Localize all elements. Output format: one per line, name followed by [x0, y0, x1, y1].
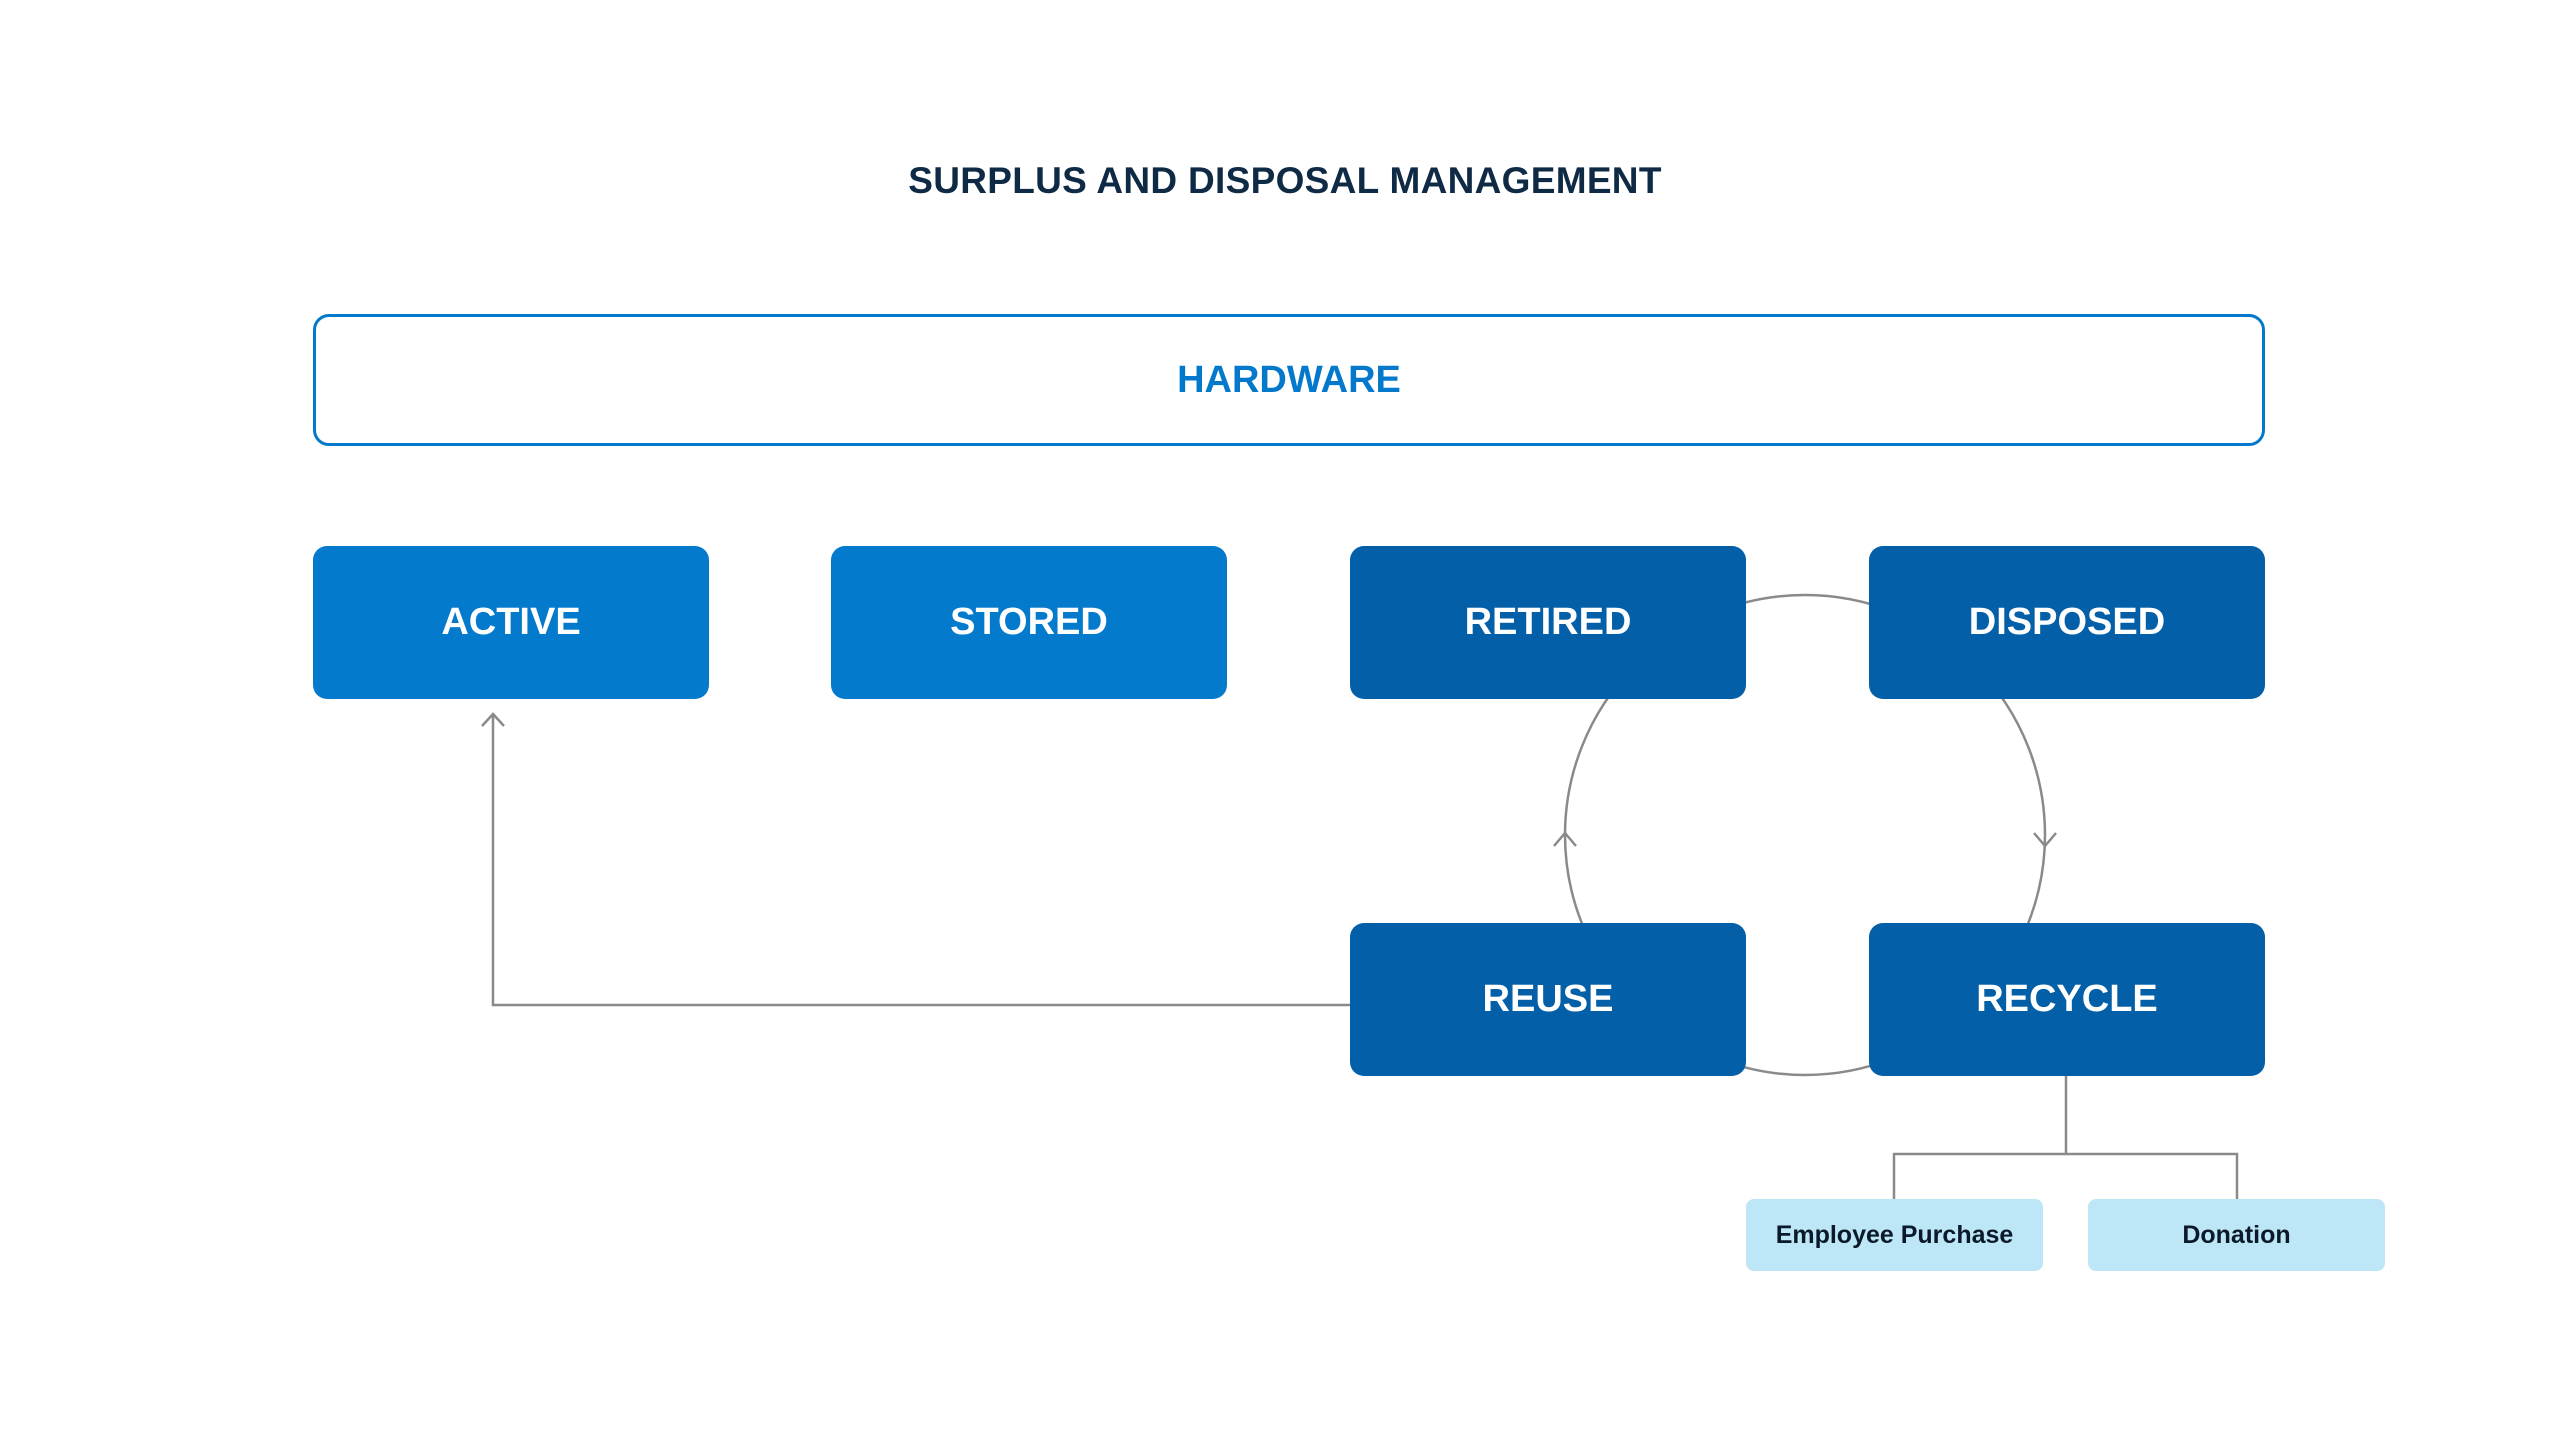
state-recycle-label: RECYCLE [1976, 978, 2158, 1020]
state-disposed-label: DISPOSED [1968, 601, 2166, 643]
state-recycle: RECYCLE [1869, 923, 2265, 1076]
cycle-arrow-up [1553, 831, 1577, 847]
state-retired-label: RETIRED [1464, 601, 1632, 643]
state-disposed: DISPOSED [1869, 546, 2265, 699]
option-employee-purchase: Employee Purchase [1746, 1199, 2043, 1271]
state-stored: STORED [831, 546, 1227, 699]
state-active: ACTIVE [313, 546, 709, 699]
hardware-box: HARDWARE [313, 314, 2265, 446]
state-stored-label: STORED [950, 601, 1108, 643]
state-reuse: REUSE [1350, 923, 1746, 1076]
recycle-branch-bar [1892, 1152, 2239, 1200]
option-donation-label: Donation [2182, 1220, 2291, 1249]
cycle-arrow-down [2033, 832, 2057, 848]
reuse-to-active-line [491, 714, 1350, 1007]
hardware-label: HARDWARE [1177, 358, 1401, 401]
state-reuse-label: REUSE [1482, 978, 1614, 1020]
page-title: SURPLUS AND DISPOSAL MANAGEMENT [908, 160, 1662, 201]
state-active-label: ACTIVE [441, 601, 581, 643]
option-donation: Donation [2088, 1199, 2385, 1271]
active-arrowhead [481, 712, 505, 727]
state-retired: RETIRED [1350, 546, 1746, 699]
cycle-ring [1563, 593, 2047, 1077]
option-employee-purchase-label: Employee Purchase [1775, 1220, 2014, 1249]
